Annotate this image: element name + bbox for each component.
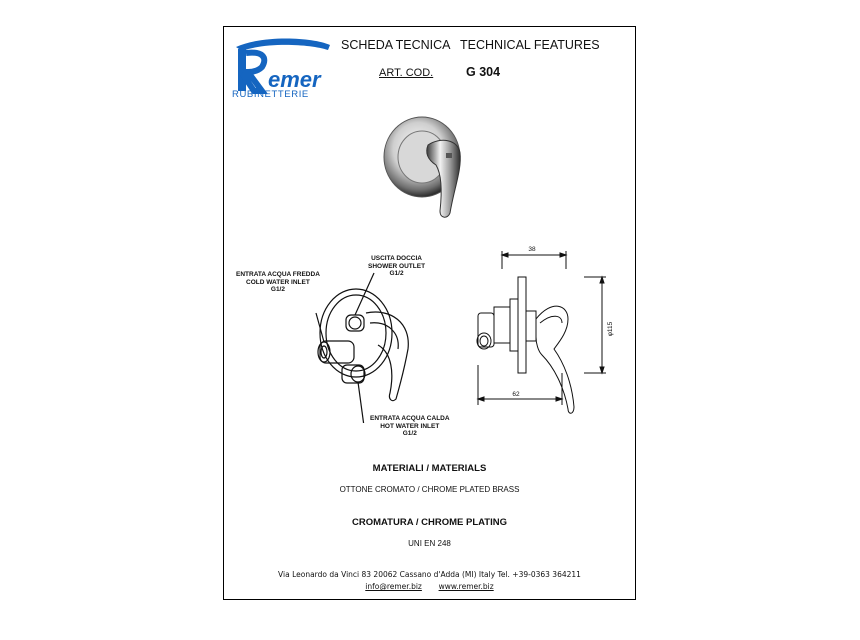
brand-subtitle: RUBINETTERIE	[232, 89, 309, 100]
remer-logo: emer	[236, 38, 330, 94]
page-title: SCHEDA TECNICA TECHNICAL FEATURES	[341, 38, 600, 52]
plating-text: UNI EN 248	[408, 539, 451, 548]
hot-water-inlet-label: ENTRATA ACQUA CALDA HOT WATER INLET G1/2	[370, 415, 450, 437]
footer-links: info@remer.biz www.remer.biz	[224, 582, 635, 591]
shower-outlet-label: USCITA DOCCIA SHOWER OUTLET G1/2	[368, 255, 426, 277]
footer-email-link[interactable]: info@remer.biz	[365, 582, 422, 591]
svg-text:emer: emer	[268, 67, 322, 92]
dimension-height: φ115	[607, 321, 614, 336]
materials-text: OTTONE CROMATO / CHROME PLATED BRASS	[339, 485, 520, 494]
exploded-drawing	[315, 272, 409, 423]
dimension-top: 38	[528, 246, 536, 253]
technical-sheet: emer RUBINETTERIE SCHEDA TECNICA TECHNIC…	[223, 26, 636, 600]
side-profile-drawing: 38 φ115 62	[476, 246, 614, 414]
plating-title: CROMATURA / CHROME PLATING	[352, 517, 507, 528]
cold-water-inlet-label: ENTRATA ACQUA FREDDA COLD WATER INLET G1…	[236, 271, 320, 293]
materials-title: MATERIALI / MATERIALS	[372, 463, 487, 474]
footer-address: Via Leonardo da Vinci 83 20062 Cassano d…	[278, 570, 581, 579]
product-photo	[383, 116, 461, 218]
art-code-label: ART. COD.	[379, 67, 434, 79]
art-code-value: G 304	[466, 65, 501, 79]
footer-website-link[interactable]: www.remer.biz	[438, 582, 494, 591]
dimension-bottom: 62	[512, 391, 520, 398]
